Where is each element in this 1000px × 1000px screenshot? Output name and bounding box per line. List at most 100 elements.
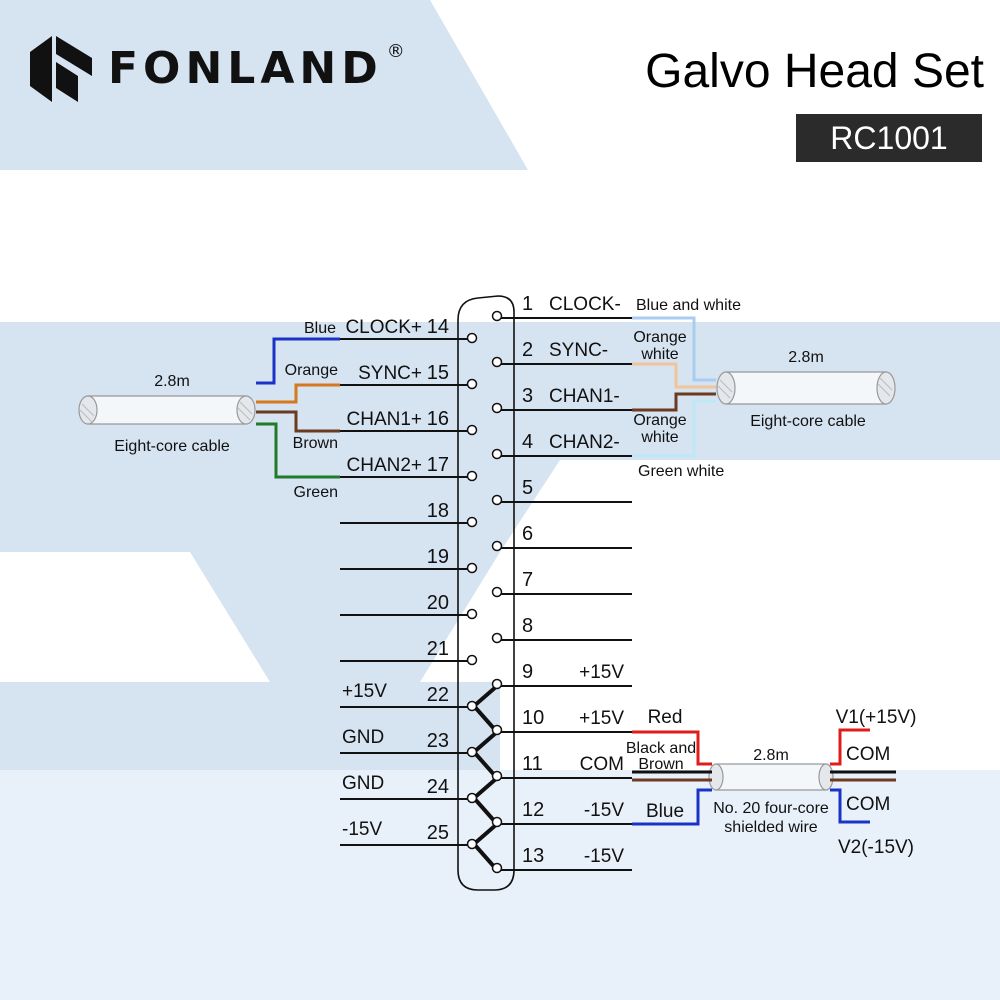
power-cable-end-left [708, 763, 724, 791]
right-pin-9-signal: +15V [579, 662, 624, 683]
left-pin-15-signal: SYNC+ [358, 363, 422, 384]
left-pin-25-signal: -15V [342, 819, 382, 840]
left-pin-16-number: 16 [427, 408, 449, 430]
left-pin-19-contact [466, 562, 478, 574]
left-pin-17-signal: CHAN2+ [347, 455, 423, 476]
left-wire-blue [256, 337, 340, 385]
left-wire-orange [256, 383, 340, 404]
left-pin-19-number: 19 [427, 546, 449, 568]
left-pin-17-contact [466, 470, 478, 482]
left-pin-20-contact [466, 608, 478, 620]
right-pin-5-contact [491, 494, 503, 506]
brand-name: FONLAND [108, 43, 383, 94]
right-pin-13-number: 13 [522, 845, 544, 867]
right-pin-1-number: 1 [522, 293, 533, 315]
right-pin-11-contact [491, 770, 503, 782]
left-pin-25-contact [466, 838, 478, 850]
right-pin-13-contact [491, 862, 503, 874]
right-pin-7-number: 7 [522, 569, 533, 591]
left-pin-14-contact [466, 332, 478, 344]
registered-mark: ® [386, 40, 405, 62]
power-out-v1: V1(+15V) [836, 707, 917, 728]
left-pin-16-contact [466, 424, 478, 436]
right-wire-label-sync-1: Orange [633, 329, 686, 346]
right-pin-lines [491, 310, 632, 874]
right-pin-9-number: 9 [522, 661, 533, 683]
left-wire-label-green: Green [294, 484, 338, 501]
right-wire-green-white [632, 399, 716, 458]
left-wire-brown [256, 410, 340, 433]
right-wire-orange-white [632, 362, 716, 389]
colored-wires [256, 316, 896, 826]
left-pin-18-number: 18 [427, 500, 449, 522]
right-cable-name: Eight-core cable [750, 413, 866, 430]
left-pin-16-signal: CHAN1+ [347, 409, 423, 430]
right-pin-11-number: 11 [522, 753, 543, 775]
power-cable-name-1: No. 20 four-core [713, 800, 829, 817]
left-pin-22-signal: +15V [342, 681, 387, 702]
right-pin-11-signal: COM [580, 754, 624, 775]
power-wire-red [632, 730, 712, 766]
right-pin-1-signal: CLOCK- [549, 294, 621, 315]
left-pin-25-number: 25 [427, 822, 449, 844]
left-cable-hatch [79, 401, 253, 423]
power-wire-blue [632, 788, 712, 826]
right-pin-5-number: 5 [522, 477, 533, 499]
left-pin-14-number: 14 [427, 316, 449, 338]
right-cable-body [725, 371, 887, 405]
power-cable-body [715, 763, 827, 791]
right-pin-10-signal: +15V [579, 708, 624, 729]
power-cable-length: 2.8m [753, 747, 789, 764]
right-pin-2-number: 2 [522, 339, 533, 361]
diagram-labels: 14CLOCK+15SYNC+16CHAN1+17CHAN2+181920212… [114, 293, 916, 867]
right-pin-3-signal: CHAN1- [549, 386, 620, 407]
power-out-v2: V2(-15V) [838, 837, 914, 858]
left-wire-label-blue: Blue [304, 320, 336, 337]
power-out-blue [830, 788, 870, 824]
right-wire-label-chan1-2: white [640, 429, 678, 446]
power-cable-end-right [818, 763, 834, 791]
left-cable-body [87, 395, 247, 425]
left-wire-label-orange: Orange [285, 362, 338, 379]
power-wire-label-black-2: Brown [638, 756, 683, 773]
left-pin-21-number: 21 [427, 638, 449, 660]
right-pin-4-contact [491, 448, 503, 460]
right-pin-8-contact [491, 632, 503, 644]
right-cable-end-left [716, 371, 736, 405]
left-pin-22-contact [466, 700, 478, 712]
power-out-com2: COM [846, 794, 890, 815]
power-out-red [830, 728, 870, 766]
brand: FONLAND ® [30, 36, 405, 102]
right-pin-7-contact [491, 586, 503, 598]
right-cable-end [876, 371, 896, 405]
page-title: Galvo Head Set [645, 45, 984, 98]
right-pin-1-contact [491, 310, 503, 322]
left-pin-17-number: 17 [427, 454, 449, 476]
right-pin-2-signal: SYNC- [549, 340, 608, 361]
left-pin-21-contact [466, 654, 478, 666]
left-wire-green [256, 422, 340, 479]
right-pin-10-contact [491, 724, 503, 736]
power-cable-name-2: shielded wire [724, 819, 817, 836]
power-out-com1: COM [846, 744, 890, 765]
right-pin-2-contact [491, 356, 503, 368]
left-pin-lines [340, 332, 478, 850]
right-pin-6-contact [491, 540, 503, 552]
left-cable-name: Eight-core cable [114, 438, 230, 455]
left-cable-length: 2.8m [154, 373, 190, 390]
power-bridge-links [472, 684, 499, 872]
left-pin-23-signal: GND [342, 727, 384, 748]
right-wire-label-clock: Blue and white [636, 297, 741, 314]
right-wire-label-sync-2: white [640, 346, 678, 363]
right-pin-10-number: 10 [522, 707, 544, 729]
right-wire-brown-white [632, 392, 716, 412]
power-wire-label-black-1: Black and [626, 740, 696, 757]
right-pin-6-number: 6 [522, 523, 533, 545]
right-pin-9-contact [491, 678, 503, 690]
right-pin-3-contact [491, 402, 503, 414]
power-wire-label-red: Red [648, 707, 683, 728]
right-pin-12-signal: -15V [584, 800, 624, 821]
left-pin-20-number: 20 [427, 592, 449, 614]
